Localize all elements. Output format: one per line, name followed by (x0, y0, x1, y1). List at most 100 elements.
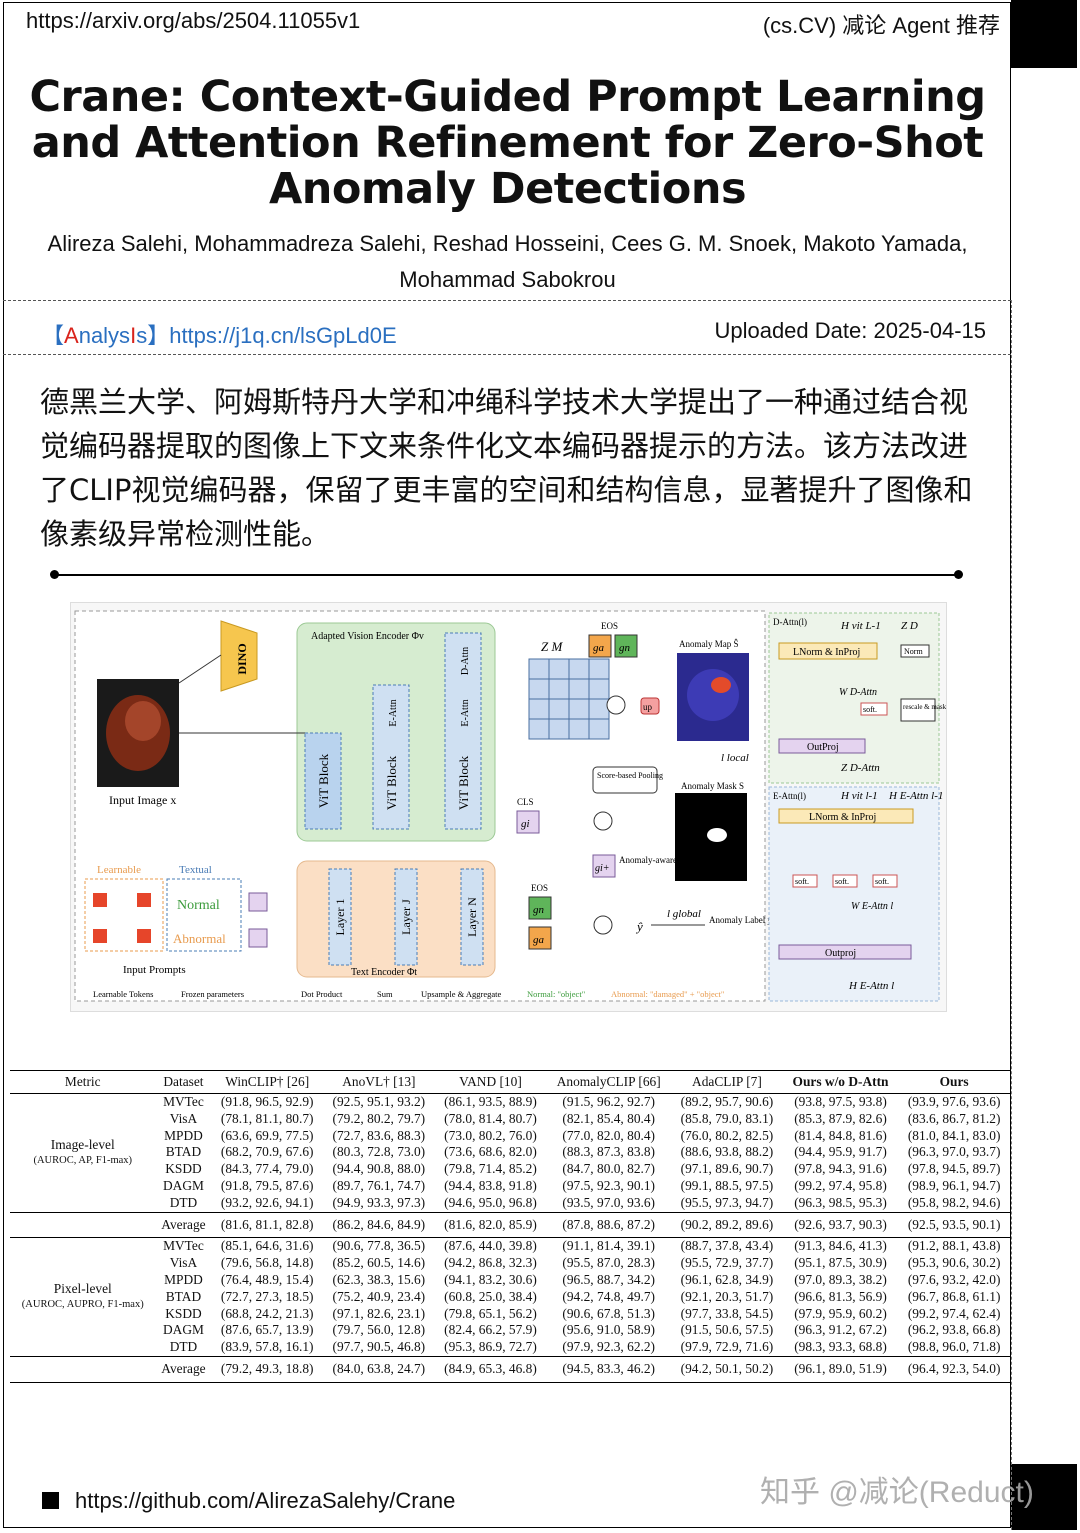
cls-label: CLS (517, 797, 534, 807)
average-cell: (94.5, 83.3, 46.2) (546, 1355, 672, 1383)
result-cell: (72.7, 27.3, 18.5) (220, 1288, 314, 1304)
rescale-box (900, 698, 936, 722)
token-flame-2 (137, 893, 151, 907)
legend-dot: Dot Product (301, 989, 343, 999)
result-cell: (82.1, 85.4, 80.4) (562, 1110, 656, 1126)
dataset-cell: VisA (169, 1110, 198, 1126)
e-lnorm-label: LNorm & InProj (809, 812, 876, 823)
github-row[interactable]: https://github.com/AlirezaSalehy/Crane (42, 1488, 455, 1514)
h-vit-label: H vit L-1 (840, 620, 881, 632)
e-soft-2-label: soft. (835, 877, 849, 886)
result-cell: (89.7, 76.1, 74.7) (332, 1177, 426, 1193)
e-attn-l-label: E-Attn (460, 699, 471, 726)
table-row: DTD(83.9, 57.8, 16.1)(97.7, 90.5, 46.8)(… (10, 1339, 1010, 1356)
divider-dashed-vertical (1011, 300, 1012, 1530)
result-cell: (95.1, 87.5, 30.9) (794, 1255, 887, 1271)
prompt-token-abnormal (248, 928, 268, 948)
result-cell: (83.6, 86.7, 81.2) (907, 1110, 1001, 1126)
z-d-label: Z D (901, 620, 918, 632)
dataset-cell: MVTec (155, 1237, 212, 1256)
result-cell: (95.5, 72.9, 37.7) (680, 1255, 774, 1271)
result-cell: (97.5, 92.3, 90.1) (562, 1177, 656, 1193)
result-cell: (72.7, 83.6, 88.3) (332, 1127, 426, 1143)
result-cell: (90.6, 67.8, 51.3) (562, 1305, 656, 1321)
eos-bottom-label: EOS (531, 883, 548, 893)
result-cell: (79.8, 65.1, 56.2) (444, 1305, 537, 1321)
result-cell: (93.5, 97.0, 93.6) (562, 1194, 656, 1210)
legend-learnable: Learnable Tokens (93, 989, 153, 999)
result-cell: (97.6, 93.2, 42.0) (907, 1271, 1001, 1287)
analysis-letter-a: A (64, 323, 79, 348)
category-tag: (cs.CV) 减论 Agent 推荐 (762, 13, 1000, 38)
table-row: VisA(78.1, 81.1, 80.7)(79.2, 80.2, 79.7)… (10, 1111, 1010, 1128)
result-cell: (91.2, 88.1, 43.8) (898, 1237, 1010, 1256)
input-image-label: Input Image x (109, 793, 176, 807)
legend-normal: Normal: "object" (527, 989, 585, 999)
vit-block-1-label: ViT Block (316, 753, 331, 808)
anomaly-mask-blob (707, 828, 727, 842)
results-table-box: Metric Dataset WinCLIP† [26] AnoVL† [13]… (3, 1030, 1011, 1430)
result-cell: (91.5, 50.6, 57.5) (680, 1322, 774, 1338)
page-frame (3, 2, 1011, 1528)
results-table: Metric Dataset WinCLIP† [26] AnoVL† [13]… (10, 1070, 1010, 1383)
result-cell: (98.8, 96.0, 71.8) (907, 1339, 1001, 1355)
github-link[interactable]: https://github.com/AlirezaSalehy/Crane (75, 1488, 456, 1513)
analysis-label-s: s (136, 323, 148, 348)
zm-grid (528, 658, 610, 740)
hazelnut-highlight (125, 701, 161, 741)
arxiv-url[interactable]: https://arxiv.org/abs/2504.11055v1 (26, 8, 361, 33)
image-metric-sublabel: (AUROC, AP, F1-max) (33, 1154, 133, 1166)
result-cell: (95.6, 91.0, 58.9) (562, 1322, 656, 1338)
h-vit-l-label: H vit l-1 (840, 790, 878, 802)
d-attn-panel-label: D-Attn(l) (773, 617, 807, 627)
abnormal-label: Abnormal (173, 931, 226, 946)
h-out-label: H E-Attn l (848, 980, 894, 992)
result-cell: (93.8, 97.5, 93.8) (794, 1094, 887, 1109)
image-metric-label: Image-level (50, 1136, 115, 1152)
pixel-average-row: Average(79.2, 49.3, 18.8)(84.0, 63.8, 24… (10, 1355, 1010, 1383)
result-cell: (81.0, 84.1, 83.0) (907, 1127, 1001, 1143)
layer-1-label: Layer 1 (333, 899, 347, 936)
table-row: BTAD(72.7, 27.3, 18.5)(75.2, 40.9, 23.4)… (10, 1289, 1010, 1306)
dataset-cell: DTD (169, 1339, 198, 1355)
arrow-image-to-dino (178, 654, 222, 684)
col-ours-wo-dattn: Ours w/o D-Attn (782, 1070, 899, 1094)
result-cell: (97.9, 92.3, 62.2) (562, 1339, 656, 1355)
w-e-label: W E-Attn l (851, 901, 893, 912)
legend-frozen: Frozen parameters (181, 989, 244, 999)
result-cell: (96.1, 62.8, 34.9) (680, 1271, 774, 1287)
average-cell: (81.6, 81.1, 82.8) (211, 1211, 324, 1238)
average-cell: (84.0, 63.8, 24.7) (323, 1355, 435, 1383)
e-outproj-box (778, 944, 912, 960)
result-cell: (97.9, 72.9, 71.6) (680, 1339, 774, 1355)
gi-plus-label: gi+ (595, 863, 610, 874)
result-cell: (94.2, 86.8, 32.3) (444, 1255, 537, 1271)
gn-bottom-label: gn (533, 904, 545, 916)
w-d-label: W D-Attn (839, 687, 877, 698)
average-cell: (96.4, 92.3, 54.0) (898, 1355, 1010, 1383)
e-lnorm-box (778, 808, 914, 824)
result-cell: (75.2, 40.9, 23.4) (332, 1288, 426, 1304)
result-cell: (95.5, 87.0, 28.3) (562, 1255, 656, 1271)
result-cell: (81.4, 84.8, 81.6) (794, 1127, 887, 1143)
analysis-link-row[interactable]: 【AnalysIs】https://j1q.cn/lsGpLd0E (42, 318, 397, 350)
average-label: Average (155, 1211, 212, 1238)
l-global-label: l global (667, 908, 701, 920)
result-cell: (80.3, 72.8, 73.0) (332, 1144, 426, 1160)
d-outproj-box (778, 738, 866, 754)
image-average-row: Average(81.6, 81.1, 82.8)(86.2, 84.6, 84… (10, 1211, 1010, 1238)
result-cell: (88.7, 37.8, 43.4) (671, 1237, 783, 1256)
result-cell: (91.1, 81.4, 39.1) (546, 1237, 672, 1256)
analysis-link[interactable]: https://j1q.cn/lsGpLd0E (169, 323, 397, 348)
table-row: VisA(79.6, 56.8, 14.8)(85.2, 60.5, 14.6)… (10, 1255, 1010, 1272)
result-cell: (77.0, 82.0, 80.4) (562, 1127, 656, 1143)
text-layer-1 (328, 868, 352, 966)
h-eattn-label: H E-Attn l-1 (888, 790, 943, 802)
result-cell: (91.5, 96.2, 92.7) (562, 1094, 656, 1109)
result-cell: (97.7, 90.5, 46.8) (332, 1339, 426, 1355)
e-attn-k-label: E-Attn (388, 699, 399, 726)
legend-sum: Sum (377, 989, 393, 999)
result-cell: (98.9, 96.1, 94.7) (907, 1177, 1001, 1193)
textual-label: Textual (179, 864, 212, 876)
result-cell: (95.3, 90.6, 30.2) (907, 1255, 1001, 1271)
